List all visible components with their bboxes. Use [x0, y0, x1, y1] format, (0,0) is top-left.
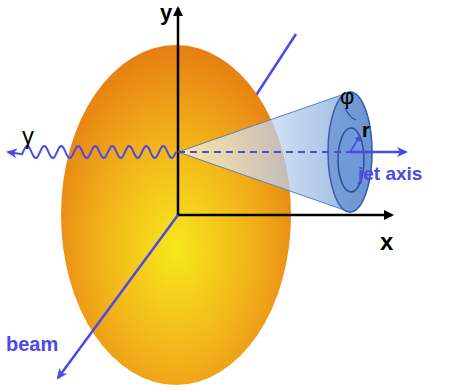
- jet-axis-dashed: [178, 151, 350, 153]
- radius-arrow: [350, 136, 360, 152]
- angle-label: φ: [340, 86, 354, 108]
- jet-axis-arrow: [350, 151, 406, 154]
- phi-arc: [345, 108, 356, 120]
- y-axis: [177, 8, 180, 215]
- axis-label: x: [380, 230, 393, 254]
- beam-axis: [58, 215, 178, 378]
- x-axis: [178, 214, 392, 217]
- jet-cone: [178, 92, 372, 212]
- axis-label: y: [160, 2, 172, 24]
- radius-label: r: [362, 120, 370, 140]
- jet-axis-label: jet axis: [358, 164, 422, 183]
- axis-label: beam: [6, 334, 58, 354]
- photon-label: γ: [22, 124, 34, 148]
